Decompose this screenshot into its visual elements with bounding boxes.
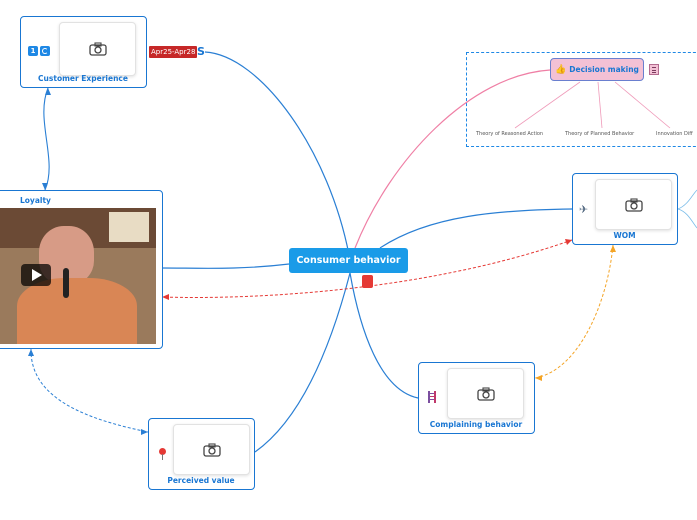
link-customer-loyalty xyxy=(43,87,50,191)
link-central-perceived xyxy=(254,272,351,453)
camera-icon xyxy=(476,386,495,401)
image-placeholder xyxy=(59,22,136,76)
customer-experience-label: Customer Experience xyxy=(38,74,128,83)
subtopic-innovation-diff[interactable]: Innovation Diff xyxy=(656,131,693,137)
play-icon[interactable] xyxy=(21,264,51,286)
link-icon[interactable]: S xyxy=(197,45,205,58)
link-wom-right-2 xyxy=(677,208,697,229)
dna-icon xyxy=(428,391,436,403)
progress-icon xyxy=(40,46,50,56)
complaining-label: Complaining behavior xyxy=(429,420,523,429)
camera-icon xyxy=(88,42,107,56)
customer-experience-node[interactable]: 1 Customer Experience xyxy=(20,16,147,88)
link-wom-loyalty xyxy=(161,239,573,298)
camera-icon xyxy=(202,442,221,457)
link-loyalty-perceived xyxy=(30,348,149,433)
image-placeholder xyxy=(595,179,672,230)
link-decision-sub-1 xyxy=(514,81,581,129)
complaining-node[interactable]: Complaining behavior xyxy=(418,362,535,434)
camera-icon xyxy=(624,197,643,212)
subtopic-reasoned-action[interactable]: Theory of Reasoned Action xyxy=(476,131,544,137)
loyalty-label: Loyalty xyxy=(20,196,51,205)
link-decision-sub-3 xyxy=(614,81,671,129)
number-badge: 1 xyxy=(28,46,38,56)
link-central-customer-experience xyxy=(204,51,351,261)
central-node[interactable]: Consumer behavior xyxy=(289,248,408,273)
perceived-value-node[interactable]: Perceived value xyxy=(148,418,255,490)
wom-node[interactable]: ✈ WOM xyxy=(572,173,678,245)
decision-making-node[interactable]: 👍 Decision making xyxy=(550,58,644,81)
flag-icon[interactable] xyxy=(362,275,373,288)
video-thumbnail[interactable] xyxy=(0,208,156,344)
date-tag: Apr25-Apr28 xyxy=(149,46,198,58)
image-placeholder xyxy=(173,424,250,475)
decision-frame xyxy=(466,52,697,147)
link-wom-complaining xyxy=(534,244,614,379)
link-central-decision xyxy=(354,69,551,249)
airplane-icon: ✈ xyxy=(579,203,589,216)
notes-icon[interactable] xyxy=(649,64,659,75)
link-wom-right xyxy=(677,189,697,210)
wom-label: WOM xyxy=(613,231,636,240)
decision-label: Decision making xyxy=(569,65,639,74)
subtopic-planned-behavior[interactable]: Theory of Planned Behavior xyxy=(565,131,635,137)
pin-icon xyxy=(158,448,168,460)
image-placeholder xyxy=(447,368,524,419)
link-central-complaining xyxy=(349,272,419,399)
link-decision-sub-2 xyxy=(597,81,603,129)
perceived-value-label: Perceived value xyxy=(167,476,235,485)
link-central-loyalty xyxy=(161,263,290,269)
link-central-wom xyxy=(379,208,573,249)
thumbs-up-icon: 👍 xyxy=(555,64,567,75)
loyalty-node[interactable]: Loyalty xyxy=(0,190,163,349)
